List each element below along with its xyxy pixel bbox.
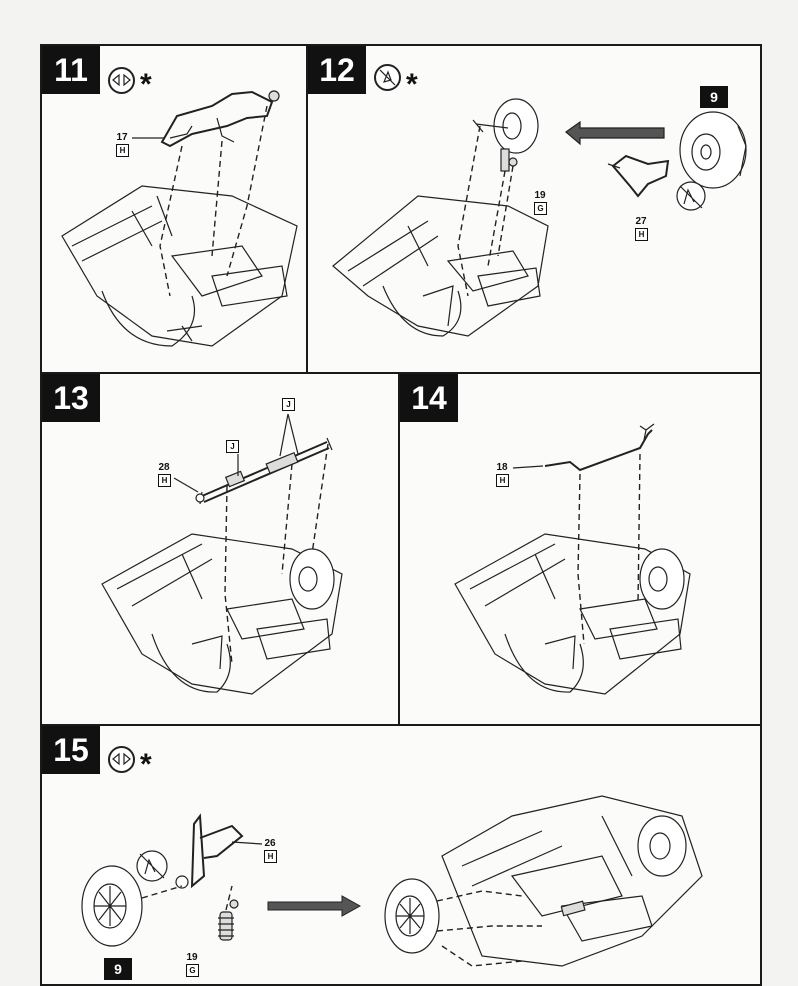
step-15-panel: 15 * 26 H 19 G 9 xyxy=(40,724,762,986)
step-number: 12 xyxy=(308,46,366,94)
arrows-together-icon xyxy=(108,67,135,94)
part-code-h: H xyxy=(264,850,277,863)
step-13-panel: 13 J J 28 H xyxy=(40,372,400,726)
arrows-together-icon xyxy=(108,746,135,773)
star-mark: * xyxy=(140,748,152,781)
step-12-panel: 12 * 9 19 G 27 H xyxy=(306,44,762,374)
callout-j: J xyxy=(282,398,295,411)
step-15-illustration xyxy=(81,795,703,967)
step-12-illustration xyxy=(332,98,747,337)
part-number-27: 27 xyxy=(635,216,647,227)
no-glue-icon xyxy=(374,64,401,91)
star-mark: * xyxy=(406,68,418,101)
step-number: 15 xyxy=(42,726,100,774)
step-number: 14 xyxy=(400,374,458,422)
part-code-h: H xyxy=(158,474,171,487)
step-number: 13 xyxy=(42,374,100,422)
part-code-g: G xyxy=(186,964,199,977)
step-11-illustration xyxy=(61,90,298,347)
part-code-g: G xyxy=(534,202,547,215)
step-14-panel: 14 18 H xyxy=(398,372,762,726)
part-number-18: 18 xyxy=(496,462,508,473)
part-number-28: 28 xyxy=(158,462,170,473)
part-number-26: 26 xyxy=(264,838,276,849)
reference-step-badge: 9 xyxy=(700,86,728,108)
part-code-h: H xyxy=(116,144,129,157)
step-number: 11 xyxy=(42,46,100,94)
step-11-panel: 11 * 17 H xyxy=(40,44,308,374)
part-code-h: H xyxy=(496,474,509,487)
star-mark: * xyxy=(140,68,152,101)
reference-step-badge: 9 xyxy=(104,958,132,980)
part-number-19: 19 xyxy=(186,952,198,963)
part-number-19: 19 xyxy=(534,190,546,201)
part-number-17: 17 xyxy=(116,132,128,143)
part-code-h: H xyxy=(635,228,648,241)
step-14-illustration xyxy=(454,423,691,695)
step-13-illustration xyxy=(101,413,343,695)
callout-j: J xyxy=(226,440,239,453)
